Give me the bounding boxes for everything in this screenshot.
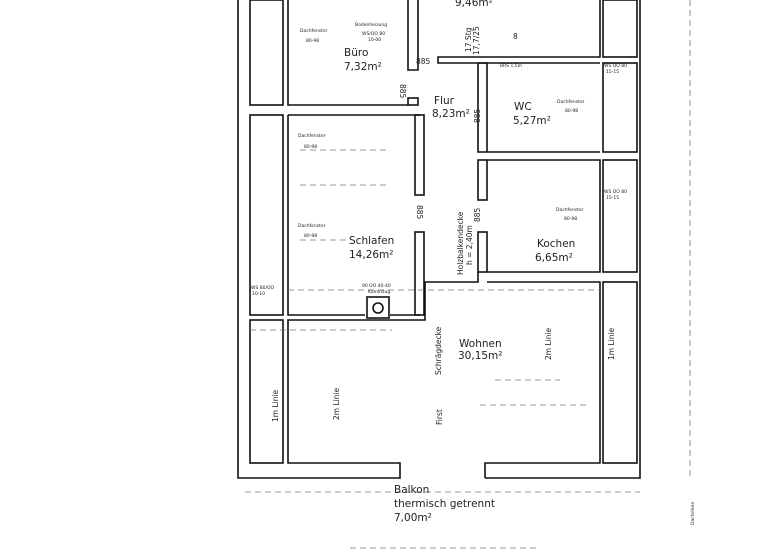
- roof-window-label: Dachfenster: [556, 207, 584, 213]
- ridge-label: First: [435, 409, 444, 425]
- gutter-label: Dachrinne: [690, 502, 696, 525]
- sloped-ceiling-label: Schrägdecke: [434, 326, 443, 375]
- door-width-label: 885: [416, 57, 431, 66]
- 1m-line-label: 1m Linie: [271, 389, 280, 422]
- room-name-flur: Flur: [434, 95, 455, 107]
- roof-window-label: Dachfenster: [557, 99, 585, 105]
- window-spec-size: 10-00: [368, 37, 381, 43]
- roof-window-size: 80-98: [565, 108, 578, 114]
- height-label: h = 2,40m: [465, 225, 474, 265]
- room-area-schlafen: 14,26m²: [349, 249, 394, 261]
- window-spec: WS/OO 80: [362, 31, 385, 37]
- door-width-label: 885: [473, 207, 482, 222]
- room-name-buero: Büro: [344, 47, 368, 59]
- 1m-line-label: 1m Linie: [607, 327, 616, 360]
- roof-window-label: Dachfenster: [300, 28, 328, 34]
- room-area-top: 9,46m²: [455, 0, 493, 9]
- balkon-note: thermisch getrennt: [394, 498, 495, 510]
- room-name-kochen: Kochen: [537, 238, 575, 250]
- roof-window-size: 80-98: [306, 38, 319, 44]
- room-area-wc: 5,27m²: [513, 115, 551, 127]
- window-spec-size: 10-10: [252, 291, 265, 297]
- roof-window-size: 80-98: [304, 144, 317, 150]
- room-area-balkon: 7,00m²: [394, 512, 432, 524]
- roof-window-size: 80-98: [564, 216, 577, 222]
- roof-window-label: Dachfenster: [298, 223, 326, 229]
- window-spec: WS OO 80: [604, 63, 627, 69]
- room-area-wohnen: 30,15m²: [458, 350, 503, 362]
- walls: [237, 0, 691, 549]
- door-width-label: 885: [415, 205, 424, 220]
- 2m-line-label: 2m Linie: [332, 387, 341, 420]
- window-spec: WS 80/OO: [251, 285, 275, 291]
- room-area-flur: 8,23m²: [432, 108, 470, 120]
- room-area-buero: 7,32m²: [344, 61, 382, 73]
- chimney: [366, 296, 390, 319]
- window-spec-size: 15-15: [606, 69, 619, 75]
- roof-window-label: Dachfenster: [298, 133, 326, 139]
- chimney-spec: 90 OO 40-40: [362, 283, 391, 289]
- door-width-label: 885: [398, 84, 407, 99]
- stair-number: 8: [513, 32, 518, 41]
- room-name-wc: WC: [514, 101, 532, 113]
- room-name-balkon: Balkon: [394, 484, 429, 496]
- window-spec: WS OO 80: [604, 189, 627, 195]
- window-spec-size: 15-15: [606, 195, 619, 201]
- room-area-kochen: 6,65m²: [535, 252, 573, 264]
- 2m-line-label: 2m Linie: [544, 327, 553, 360]
- door-width-label: 885: [473, 108, 482, 123]
- room-name-wohnen: Wohnen: [459, 338, 502, 350]
- stair-dimension: 17,7/25: [472, 26, 481, 55]
- floor-heating-label: Bodenheizung: [355, 22, 387, 28]
- chimney-label: Kaminzug: [368, 289, 390, 295]
- roof-window-size: 80-98: [304, 233, 317, 239]
- chimney-flue: [372, 302, 384, 314]
- ceiling-label: Holzbalkendecke: [456, 211, 465, 275]
- parapet-label: BRS 1,5m: [500, 63, 522, 69]
- room-name-schlafen: Schlafen: [349, 235, 394, 247]
- stair-label: 17 Stg: [464, 27, 473, 52]
